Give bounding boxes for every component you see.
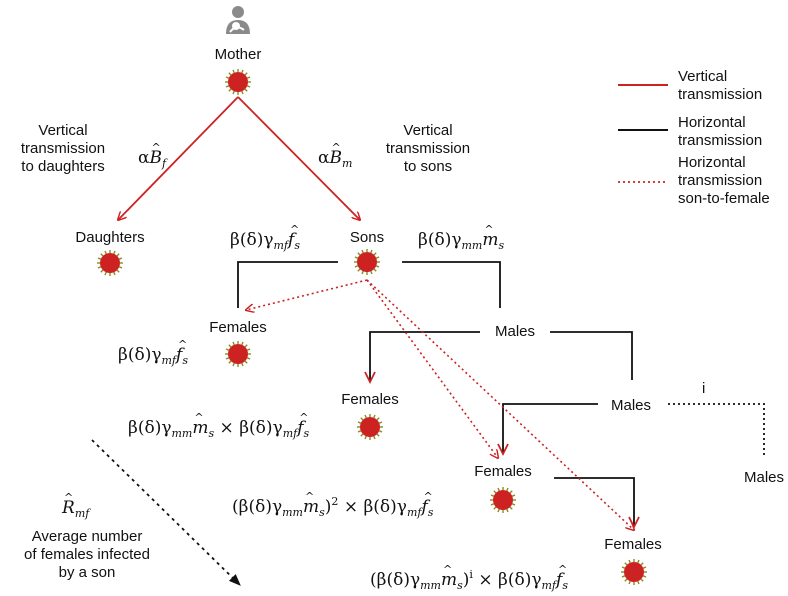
vertical-arrow-daughters bbox=[118, 96, 239, 220]
formula-sons-to-females: β(δ)γmffs bbox=[230, 220, 300, 256]
legend-vertical-text: Vertical transmission bbox=[678, 68, 763, 103]
vertical-arrow-sons bbox=[237, 96, 360, 220]
formula-females-3: (β(δ)γmmms)2 × β(δ)γmffs bbox=[232, 487, 433, 523]
vertical-to-daughters-label: Vertical transmission to daughters bbox=[20, 122, 106, 175]
r-mf-description: Average number of females infected by a … bbox=[24, 528, 150, 581]
virus-icon-females-2 bbox=[356, 413, 384, 441]
formula-females-1: β(δ)γmffs bbox=[118, 335, 188, 371]
iteration-i-label: i bbox=[702, 380, 706, 397]
males-1-label: Males bbox=[494, 323, 536, 340]
sons-label: Sons bbox=[349, 229, 385, 246]
formula-females-4: (β(δ)γmmms)i × β(δ)γmffs bbox=[370, 560, 568, 596]
virus-icon-females-4 bbox=[620, 558, 648, 586]
females-1-label: Females bbox=[209, 319, 267, 336]
virus-icon-females-1 bbox=[224, 340, 252, 368]
virus-icon-daughters bbox=[96, 249, 124, 277]
horizontal-lines bbox=[237, 261, 635, 525]
virus-icon-females-3 bbox=[489, 486, 517, 514]
formula-alpha-bm: αBm bbox=[318, 138, 352, 174]
females-3-label: Females bbox=[474, 463, 532, 480]
females-2-label: Females bbox=[341, 391, 399, 408]
males-2-label: Males bbox=[610, 397, 652, 414]
daughters-label: Daughters bbox=[75, 229, 145, 246]
dotted-iteration-line bbox=[668, 403, 765, 455]
mother-label: Mother bbox=[214, 46, 262, 63]
males-3-label: Males bbox=[743, 469, 785, 486]
formula-r-mf: Rmf bbox=[62, 488, 89, 524]
females-4-label: Females bbox=[604, 536, 662, 553]
virus-icon-mother bbox=[224, 68, 252, 96]
formula-females-2: β(δ)γmmms × β(δ)γmffs bbox=[128, 408, 309, 444]
legend-son-to-female-text: Horizontal transmission son-to-female bbox=[678, 154, 770, 207]
formula-alpha-bf: αBf bbox=[138, 138, 166, 174]
vertical-to-sons-label: Vertical transmission to sons bbox=[385, 122, 471, 175]
virus-icon-sons bbox=[353, 248, 381, 276]
mother-baby-icon bbox=[226, 6, 250, 34]
formula-sons-to-males: β(δ)γmmms bbox=[418, 220, 504, 256]
legend-horizontal-text: Horizontal transmission bbox=[678, 114, 763, 149]
son-to-female-arrows bbox=[246, 279, 634, 530]
